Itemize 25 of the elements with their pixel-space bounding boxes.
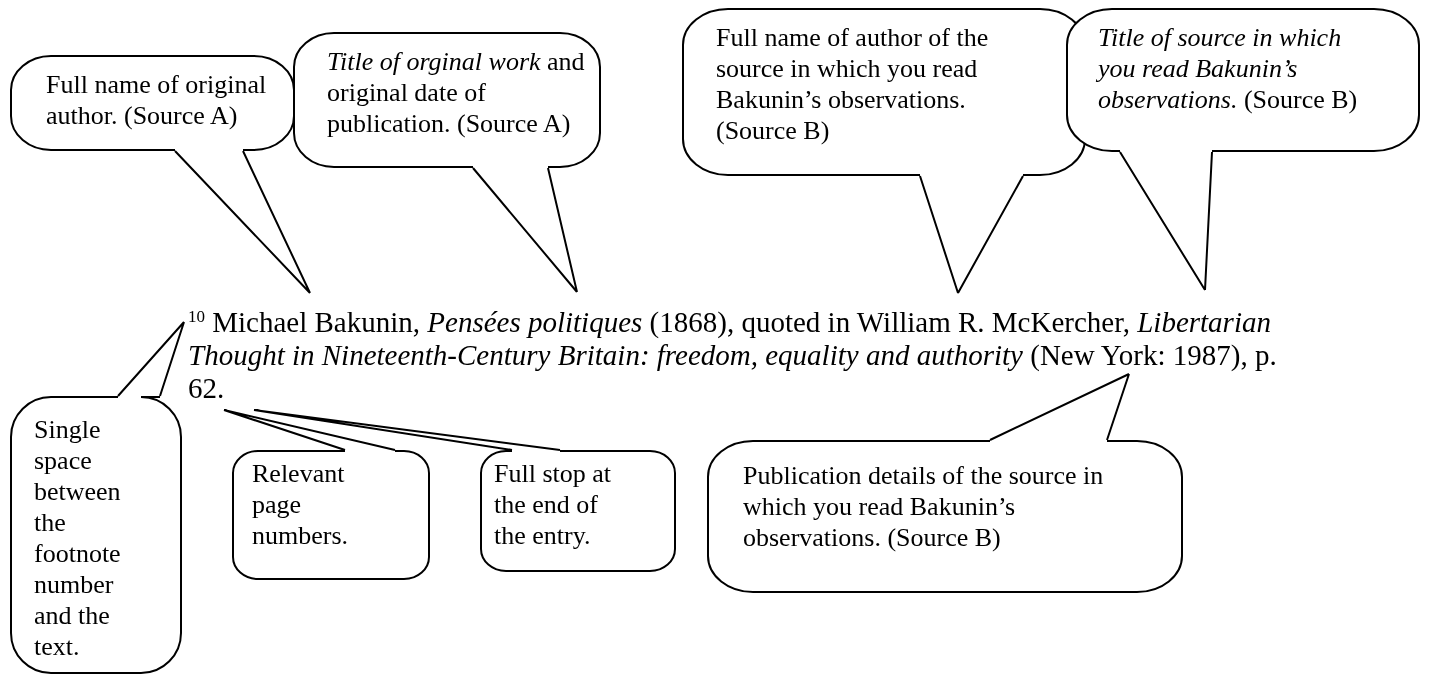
callout-text: Title of orginal work and original date of publication. (Source A) [327,46,586,139]
callout-text: Full stop at the end of the entry. [494,458,612,551]
callout-text: Title of source in which you read Bakunin’s observations. (Source B) [1098,22,1359,115]
callout-tail [472,167,578,293]
callout-tail [1119,151,1213,291]
speech-bubble [10,55,295,151]
callout-tail [174,150,311,294]
callout-text: Relevant page numbers. [252,458,350,551]
speech-bubble [707,440,1183,593]
callout-tail [989,373,1130,441]
callout-tail [117,321,185,397]
speech-bubble [480,450,676,572]
callout-text: Single space between the footnote number and the text. [34,414,122,662]
speech-bubble [10,396,182,674]
callout-text: Full name of original author. (Source A) [46,69,268,131]
callout-tail [919,175,1024,294]
speech-bubble [1066,8,1420,152]
footnote-citation: $^{10}$ Michael Bakunin, Pensées politiques (1868), quoted in William R. McKercher, Libertarian Thought in Nineteenth-Century Britain: freedom, equality and authority (New York: 1987), p. 62. [188,306,1278,405]
callout-tail [223,409,396,451]
speech-bubble [232,450,430,580]
callout-tail [253,409,561,451]
callout-text: Publication details of the source in which you read Bakunin’s observations. (Source B) [743,460,1105,553]
callout-text: Full name of author of the source in which you read Bakunin’s observations. (Source B) [716,22,990,146]
speech-bubble [682,8,1086,176]
speech-bubble [293,32,601,168]
